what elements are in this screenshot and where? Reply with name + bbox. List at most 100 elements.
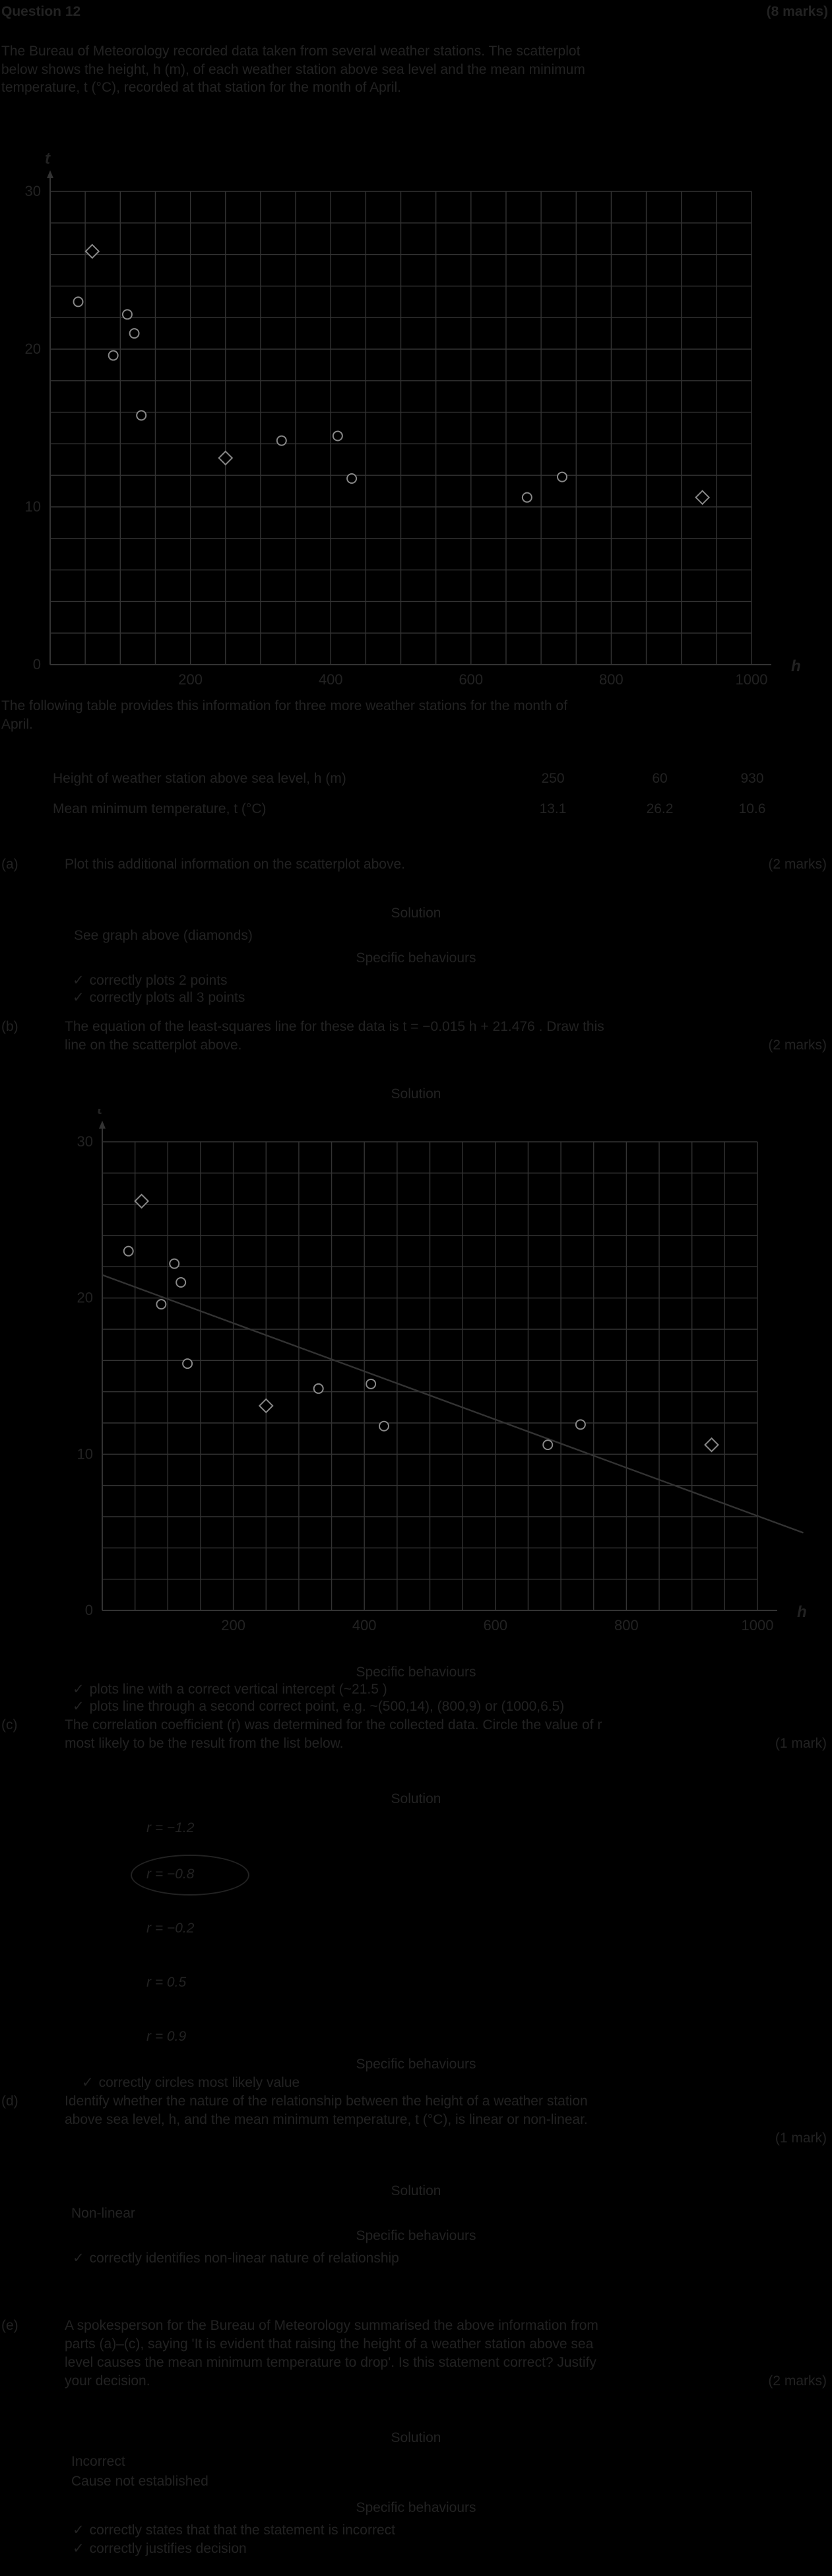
x-tick-label: 400: [352, 1617, 377, 1634]
part-a-behaviour: correctly plots all 3 points: [73, 989, 245, 1007]
table-cell: 60: [652, 771, 668, 786]
y-axis-arrow: [99, 1121, 106, 1129]
x-tick-label: 800: [614, 1617, 639, 1634]
part-b-line2: line on the scatterplot above.: [65, 1038, 242, 1053]
x-tick-label: 800: [599, 671, 624, 688]
part-e-solution: Cause not established: [71, 2474, 208, 2489]
intro-text: The Bureau of Meteorology recorded data …: [1, 42, 829, 97]
question-title: Question 12: [1, 4, 81, 19]
intro-line: below shows the height, h (m), of each w…: [1, 61, 585, 77]
part-b-behaviour: plots line with a correct vertical inter…: [73, 1680, 387, 1699]
data-point-circle: [73, 296, 84, 308]
data-point-circle: [346, 473, 358, 484]
data-point-circle: [332, 430, 343, 442]
data-point-circle: [108, 350, 119, 361]
part-e-line: level causes the mean minimum temperatur…: [65, 2355, 596, 2370]
table-cell: 26.2: [646, 801, 674, 816]
data-point-circle: [123, 1245, 134, 1257]
part-c-line2: most likely to be the result from the li…: [65, 1736, 344, 1751]
part-c-line1: The correlation coefficient (r) was dete…: [65, 1717, 602, 1733]
part-b-behaviours-title: Specific behaviours: [356, 1665, 476, 1680]
data-point-circle: [366, 1378, 377, 1389]
part-b-label: (b): [1, 1019, 18, 1034]
option-r-selected: r = −0.8: [146, 1866, 195, 1882]
data-point-circle: [542, 1439, 554, 1451]
part-b-behaviour: plots line through a second correct poin…: [73, 1698, 565, 1716]
part-a-solution-title: Solution: [391, 906, 441, 921]
part-e-line: parts (a)–(c), saying 'It is evident tha…: [65, 2336, 594, 2352]
part-a-solution: See graph above (diamonds): [74, 928, 253, 943]
table-cell: 930: [740, 771, 764, 786]
part-b-marks: (2 marks): [768, 1038, 827, 1053]
x-tick-label: 200: [221, 1617, 245, 1634]
y-tick-label: 10: [25, 498, 41, 515]
x-tick-label: 1000: [742, 1617, 774, 1634]
table-intro-line: April.: [1, 716, 33, 732]
data-point-diamond: [218, 450, 234, 466]
table-cell: 250: [541, 771, 565, 786]
option-r: r = −1.2: [146, 1820, 195, 1835]
part-a-behaviours-title: Specific behaviours: [356, 950, 476, 966]
part-d-behaviours-title: Specific behaviours: [356, 2228, 476, 2243]
table-row-label: Height of weather station above sea leve…: [53, 771, 346, 786]
y-tick-label: 0: [85, 1602, 93, 1618]
data-point-diamond: [134, 1193, 149, 1209]
option-r: r = −0.2: [146, 1921, 195, 1936]
option-r: r = 0.9: [146, 2029, 187, 2044]
part-a-label: (a): [1, 857, 18, 872]
part-e-solution: Incorrect: [71, 2454, 125, 2469]
y-tick-label: 10: [77, 1445, 93, 1462]
part-a-marks: (2 marks): [768, 857, 827, 872]
table-row-label: Mean minimum temperature, t (°C): [53, 801, 267, 816]
y-tick-label: 30: [77, 1133, 93, 1150]
least-squares-line: [102, 1274, 804, 1534]
data-point-circle: [556, 471, 567, 482]
data-point-circle: [129, 328, 140, 339]
table-cell: 10.6: [738, 801, 766, 816]
data-point-circle: [378, 1420, 389, 1432]
y-axis-arrow: [47, 170, 53, 178]
x-tick-label: 600: [459, 671, 483, 688]
data-point-circle: [182, 1358, 193, 1370]
part-e-solution-title: Solution: [391, 2430, 441, 2445]
part-d-label: (d): [1, 2094, 18, 2109]
part-b-solution-title: Solution: [391, 1086, 441, 1102]
intro-line: temperature, t (°C), recorded at that st…: [1, 80, 402, 96]
data-point-circle: [521, 492, 532, 503]
part-e-marks: (2 marks): [768, 2373, 827, 2389]
data-point-circle: [136, 410, 147, 421]
data-point-circle: [121, 309, 133, 320]
part-d-solution: Non-linear: [71, 2206, 135, 2221]
part-e-label: (e): [1, 2318, 18, 2333]
data-point-circle: [176, 1277, 187, 1288]
y-tick-label: 20: [77, 1290, 93, 1306]
part-e-line: your decision.: [65, 2373, 150, 2389]
table-intro: The following table provides this inform…: [1, 697, 829, 733]
option-r: r = 0.5: [146, 1975, 187, 1990]
y-tick-label: 0: [33, 656, 41, 673]
part-e-behaviour: correctly justifies decision: [73, 2540, 247, 2558]
y-axis-label: t: [97, 1109, 103, 1118]
data-point-diamond: [704, 1437, 719, 1453]
data-point-circle: [276, 435, 287, 446]
y-tick-label: 20: [25, 341, 41, 357]
part-d-behaviour: correctly identifies non-linear nature o…: [73, 2249, 399, 2268]
part-d-line2: above sea level, h, and the mean minimum…: [65, 2112, 588, 2127]
data-point-diamond: [695, 490, 711, 506]
part-c-behaviours-title: Specific behaviours: [356, 2057, 476, 2072]
selected-answer-circle: [131, 1855, 249, 1896]
table-cell: 13.1: [539, 801, 567, 816]
x-tick-label: 400: [319, 671, 343, 688]
x-tick-label: 1000: [736, 671, 768, 688]
table-intro-line: The following table provides this inform…: [1, 698, 567, 713]
part-c-solution-title: Solution: [391, 1791, 441, 1806]
part-d-marks: (1 mark): [775, 2130, 827, 2146]
part-e-behaviour: correctly states that that the statement…: [73, 2521, 395, 2540]
x-tick-label: 600: [483, 1617, 507, 1634]
part-c-marks: (1 mark): [775, 1736, 827, 1751]
part-a-behaviour: correctly plots 2 points: [73, 972, 228, 990]
part-c-label: (c): [1, 1717, 18, 1733]
data-point-circle: [169, 1258, 180, 1269]
